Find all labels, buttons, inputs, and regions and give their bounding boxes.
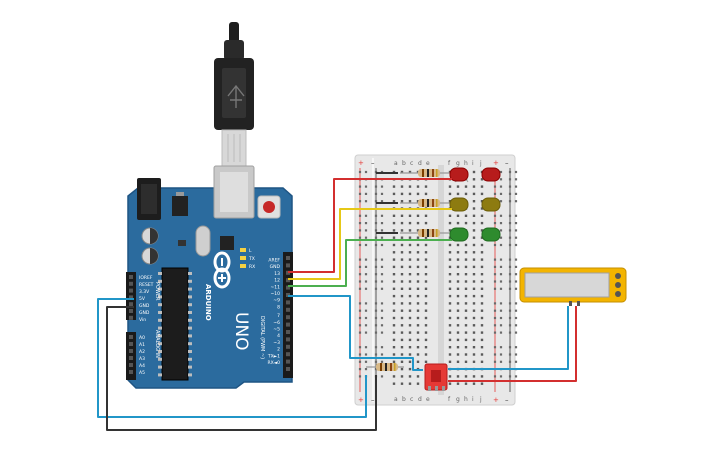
wire-black-gnd[interactable]: [106, 306, 377, 431]
rail-minus-left-top: –: [371, 159, 375, 167]
col-label-a-bottom: a: [394, 396, 398, 403]
pin-label-8: 8: [277, 304, 280, 310]
pin-label-a2: A2: [139, 349, 145, 355]
led-red-1[interactable]: [449, 167, 469, 183]
arduino-uno[interactable]: L TX RX ARDUINO UNO DIGITAL (PWM ~) POWE…: [126, 165, 293, 389]
wire-blue-5v[interactable]: [97, 298, 367, 418]
col-label-i-bottom: i: [472, 396, 474, 403]
pin-label-2: 2: [277, 347, 280, 353]
col-label-j-top: j: [479, 160, 482, 167]
pin-label-rx0: RX◄0: [267, 360, 280, 366]
col-label-b-bottom: b: [402, 396, 406, 403]
rail-plus-right-bottom: +: [493, 396, 499, 404]
pin-label-6: ~6: [273, 320, 280, 326]
pin-label-13: 13: [274, 271, 280, 277]
col-label-d-bottom: d: [418, 396, 422, 403]
pin-label-3: ~3: [273, 340, 280, 346]
resistor-1[interactable]: [400, 169, 452, 177]
sensor-module[interactable]: [519, 267, 627, 306]
col-label-e-top: e: [426, 160, 430, 167]
col-label-g-bottom: g: [456, 396, 460, 403]
rail-minus-right-bottom: –: [505, 396, 509, 404]
arduino-logo-icon: [213, 251, 231, 289]
breadboard-center-channel: [438, 165, 444, 395]
led-l-label: L: [249, 248, 252, 254]
col-label-j-bottom: j: [479, 396, 482, 403]
pin-label-gnd-1: GND: [139, 303, 150, 309]
led-yellow-2[interactable]: [481, 197, 501, 212]
col-label-a-top: a: [394, 160, 398, 167]
resistor-2[interactable]: [400, 199, 452, 207]
power-label: POWER: [154, 282, 160, 301]
pin-label-vin: Vin: [139, 317, 146, 323]
pin-label-a0: A0: [139, 335, 145, 341]
col-label-i-top: i: [472, 160, 474, 167]
col-label-b-top: b: [402, 160, 406, 167]
rail-plus-left-bottom: +: [358, 396, 364, 404]
pin-label-tx1: TX►1: [267, 353, 280, 359]
usb-symbol-icon: [227, 84, 245, 108]
pin-label-a1: A1: [139, 342, 145, 348]
rail-plus-right-top: +: [493, 159, 499, 167]
rail-minus-right-top: –: [505, 159, 509, 167]
col-label-c-top: c: [410, 160, 413, 167]
led-green-2[interactable]: [481, 227, 501, 242]
analog-in-label: ANALOG IN: [154, 330, 160, 358]
slide-switch-knob[interactable]: [431, 370, 441, 382]
col-label-c-bottom: c: [410, 396, 413, 403]
col-label-h-top: h: [464, 160, 468, 167]
pin-label-aref: AREF: [268, 258, 280, 264]
digital-pwm-label: DIGITAL (PWM ~): [259, 316, 265, 359]
pin-label-7: 7: [277, 313, 280, 319]
col-label-d-top: d: [418, 160, 422, 167]
wire-green-pin11[interactable]: [288, 239, 452, 287]
led-tx-label: TX: [248, 256, 255, 262]
digital-header[interactable]: [283, 252, 293, 378]
arduino-model-text: UNO: [231, 312, 251, 351]
col-label-h-bottom: h: [464, 396, 468, 403]
pin-label-gnd-2: GND: [139, 310, 150, 316]
rail-minus-left-bottom: –: [371, 396, 375, 404]
led-red-2[interactable]: [481, 167, 501, 182]
pin-label-a4: A4: [139, 363, 145, 369]
sensor-module-screen: [524, 272, 610, 298]
col-label-g-top: g: [456, 160, 460, 167]
pin-label-reset: RESET: [139, 282, 154, 288]
pin-label-4: 4: [277, 333, 280, 339]
pin-label-5: ~5: [273, 327, 280, 333]
led-green-1[interactable]: [449, 227, 469, 242]
pin-label-12: 12: [274, 278, 280, 284]
pin-label-a3: A3: [139, 356, 145, 362]
breadboard-holes[interactable]: [358, 170, 518, 385]
pin-label-5v: 5V: [139, 296, 146, 302]
usb-cable[interactable]: [214, 22, 254, 167]
resistor-4[interactable]: [366, 363, 404, 371]
wire-red-sensor[interactable]: [448, 306, 577, 382]
rail-plus-left-top: +: [358, 159, 364, 167]
wire-blue-pin10[interactable]: [288, 295, 423, 371]
slide-switch[interactable]: [424, 363, 448, 391]
resistor-3[interactable]: [400, 229, 452, 237]
wires[interactable]: [97, 178, 577, 431]
col-label-f-top: f: [448, 160, 451, 167]
pin-label-ioref: IOREF: [139, 275, 153, 281]
wire-yellow-pin12[interactable]: [288, 208, 452, 280]
reset-button-cap[interactable]: [263, 201, 275, 213]
breadboard[interactable]: + – + – + – + – a b c d e f g h i j a b …: [354, 154, 518, 406]
pin-label-3v3: 3.3V: [139, 289, 150, 295]
pin-label-9: ~9: [273, 298, 280, 304]
pin-label-gnd: GND: [270, 264, 281, 270]
pin-label-a5: A5: [139, 370, 145, 376]
pin-label-11: ~11: [271, 284, 281, 290]
led-yellow-1[interactable]: [449, 197, 469, 212]
led-rx-label: RX: [249, 264, 255, 270]
wire-blue-sensor[interactable]: [448, 306, 569, 370]
wire-red-pin13[interactable]: [288, 178, 452, 273]
pin-label-10: ~10: [271, 291, 281, 297]
col-label-e-bottom: e: [426, 396, 430, 403]
col-label-f-bottom: f: [448, 396, 451, 403]
arduino-brand-text: ARDUINO: [204, 284, 212, 321]
